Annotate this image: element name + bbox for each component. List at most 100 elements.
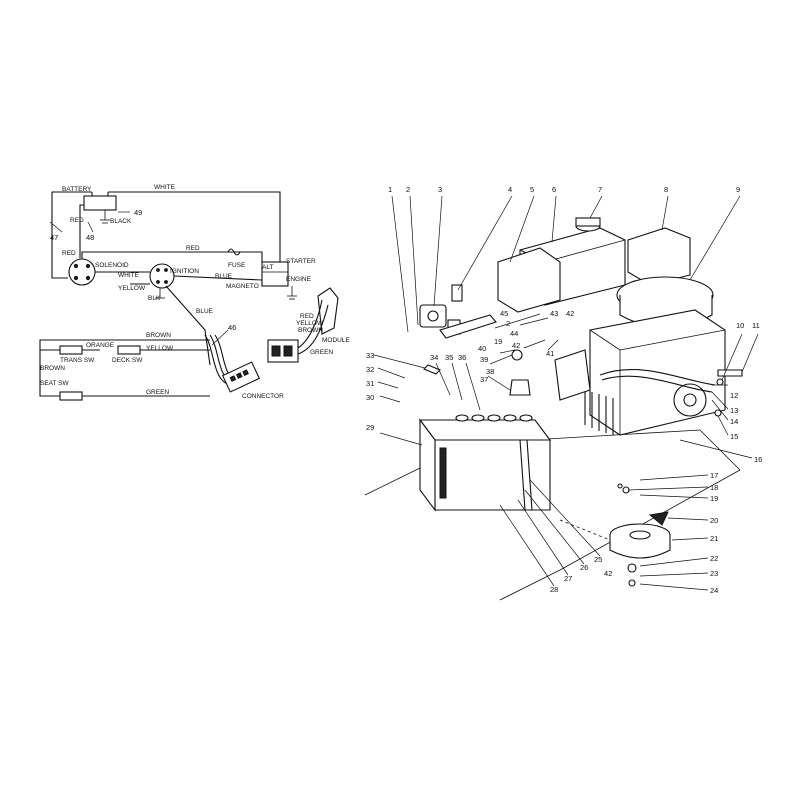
- label-brown-module: BROWN: [298, 327, 323, 334]
- part-10: 10: [736, 321, 744, 330]
- label-brown-top: BROWN: [146, 332, 171, 339]
- label-orange: ORANGE: [86, 342, 115, 349]
- label-brown-left: BROWN: [40, 365, 65, 372]
- part-11: 11: [752, 321, 760, 330]
- label-connector: CONNECTOR: [242, 393, 284, 400]
- part-30: 30: [366, 393, 374, 402]
- label-seat-sw: SEAT SW: [40, 380, 70, 387]
- part-20: 20: [710, 516, 718, 525]
- label-blue-horizontal: BLUE: [215, 273, 233, 280]
- part-25: 25: [594, 555, 602, 564]
- label-solenoid: SOLENOID: [95, 262, 129, 269]
- part-42-bottom: 42: [604, 569, 612, 578]
- part-40: 40: [478, 344, 486, 353]
- label-red-main: RED: [186, 245, 200, 252]
- part-19-middle: 19: [494, 337, 502, 346]
- washer-15: [714, 409, 722, 417]
- label-yellow-module: YELLOW: [296, 320, 324, 327]
- label-white-top: WHITE: [154, 184, 176, 191]
- fuse-symbol: [227, 248, 241, 256]
- part-17: 17: [710, 471, 718, 480]
- part-45: 45: [500, 309, 508, 318]
- ignition-switch-part: [451, 284, 463, 302]
- part-35: 35: [445, 353, 453, 362]
- label-blk: BLK: [148, 295, 161, 302]
- label-ignition: IGNITION: [170, 268, 199, 275]
- module-part: [509, 379, 531, 396]
- battery-part: [418, 414, 552, 512]
- part-42-middle: 42: [512, 341, 520, 350]
- part-2-middle: 2: [506, 319, 510, 328]
- part-28: 28: [550, 585, 558, 594]
- part-29: 29: [366, 423, 374, 432]
- callout-46: 46: [228, 323, 236, 332]
- part-38: 38: [486, 367, 494, 376]
- label-red-solenoid: RED: [62, 250, 76, 257]
- part-43: 43: [550, 309, 558, 318]
- label-module: MODULE: [322, 337, 350, 344]
- air-duct-5: [497, 247, 561, 313]
- part-13: 13: [730, 406, 738, 415]
- part-2: 2: [406, 185, 410, 194]
- module-block: [267, 287, 339, 363]
- bolt-11: [717, 369, 743, 377]
- seat-sw-symbol: [59, 391, 83, 401]
- part-7: 7: [598, 185, 602, 194]
- solenoid-part: [419, 304, 447, 328]
- label-starter: STARTER: [286, 258, 316, 265]
- label-alt: ALT: [262, 264, 273, 271]
- part-39: 39: [480, 355, 488, 364]
- part-16: 16: [754, 455, 762, 464]
- part-27: 27: [564, 574, 572, 583]
- part-1: 1: [388, 185, 392, 194]
- part-9: 9: [736, 185, 740, 194]
- part-19: 19: [710, 494, 718, 503]
- deck-sw-symbol: [117, 345, 141, 355]
- label-engine: ENGINE: [286, 276, 312, 283]
- label-magneto: MAGNETO: [226, 283, 259, 290]
- trans-sw-symbol: [59, 345, 83, 355]
- bracket-part: [554, 349, 591, 401]
- label-green-module: GREEN: [310, 349, 333, 356]
- label-white-ignition: WHITE: [118, 272, 140, 279]
- callout-49: 49: [134, 208, 142, 217]
- connector-block: [221, 361, 261, 393]
- part-36: 36: [458, 353, 466, 362]
- part-5: 5: [530, 185, 534, 194]
- part-33: 33: [366, 351, 374, 360]
- wiring-schematic: BATTERY WHITE RED BLACK RED SOLENOID WHI…: [39, 184, 350, 401]
- cable-part: [439, 314, 497, 339]
- part-6: 6: [552, 185, 556, 194]
- part-42-top: 42: [566, 309, 574, 318]
- part-12: 12: [730, 391, 738, 400]
- part-34: 34: [430, 353, 438, 362]
- part-8: 8: [664, 185, 668, 194]
- part-22: 22: [710, 554, 718, 563]
- label-blue-vertical: BLUE: [196, 308, 214, 315]
- part-3: 3: [438, 185, 442, 194]
- part-15: 15: [730, 432, 738, 441]
- part-18: 18: [710, 483, 718, 492]
- solenoid-symbol: [68, 258, 96, 286]
- label-battery: BATTERY: [62, 186, 92, 193]
- engine-block: [584, 276, 726, 436]
- battery-symbol: [83, 195, 117, 211]
- part-21: 21: [710, 534, 718, 543]
- engine-box: [261, 261, 289, 287]
- label-deck-sw: DECK SW: [112, 357, 143, 364]
- part-14: 14: [730, 417, 738, 426]
- callout-48: 48: [86, 233, 94, 242]
- label-red-module: RED: [300, 313, 314, 320]
- battery-caps: [455, 414, 533, 422]
- callout-47: 47: [50, 233, 58, 242]
- terminal-39: [511, 349, 523, 361]
- part-23: 23: [710, 569, 718, 578]
- label-trans-sw: TRANS SW: [60, 357, 95, 364]
- label-yellow-row: YELLOW: [146, 345, 174, 352]
- cooling-fins: [584, 390, 614, 435]
- label-green-bottom: GREEN: [146, 389, 169, 396]
- part-44: 44: [510, 329, 518, 338]
- air-duct-8: [627, 227, 691, 286]
- part-37: 37: [480, 375, 488, 384]
